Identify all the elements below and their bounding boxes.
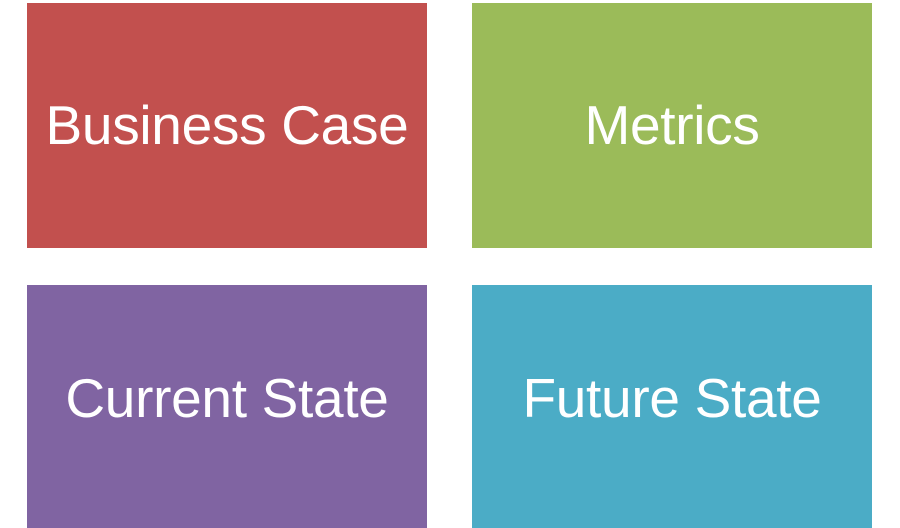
quadrant-business-case[interactable]: Business Case	[27, 3, 427, 248]
quadrant-current-state[interactable]: Current State	[27, 285, 427, 528]
quadrant-current-state-label: Current State	[65, 366, 389, 429]
quadrant-future-state-label: Future State	[522, 366, 822, 429]
quadrant-business-case-label: Business Case	[45, 93, 409, 156]
quadrant-metrics-label: Metrics	[584, 93, 760, 156]
quadrant-metrics[interactable]: Metrics	[472, 3, 872, 248]
quadrant-future-state[interactable]: Future State	[472, 285, 872, 528]
